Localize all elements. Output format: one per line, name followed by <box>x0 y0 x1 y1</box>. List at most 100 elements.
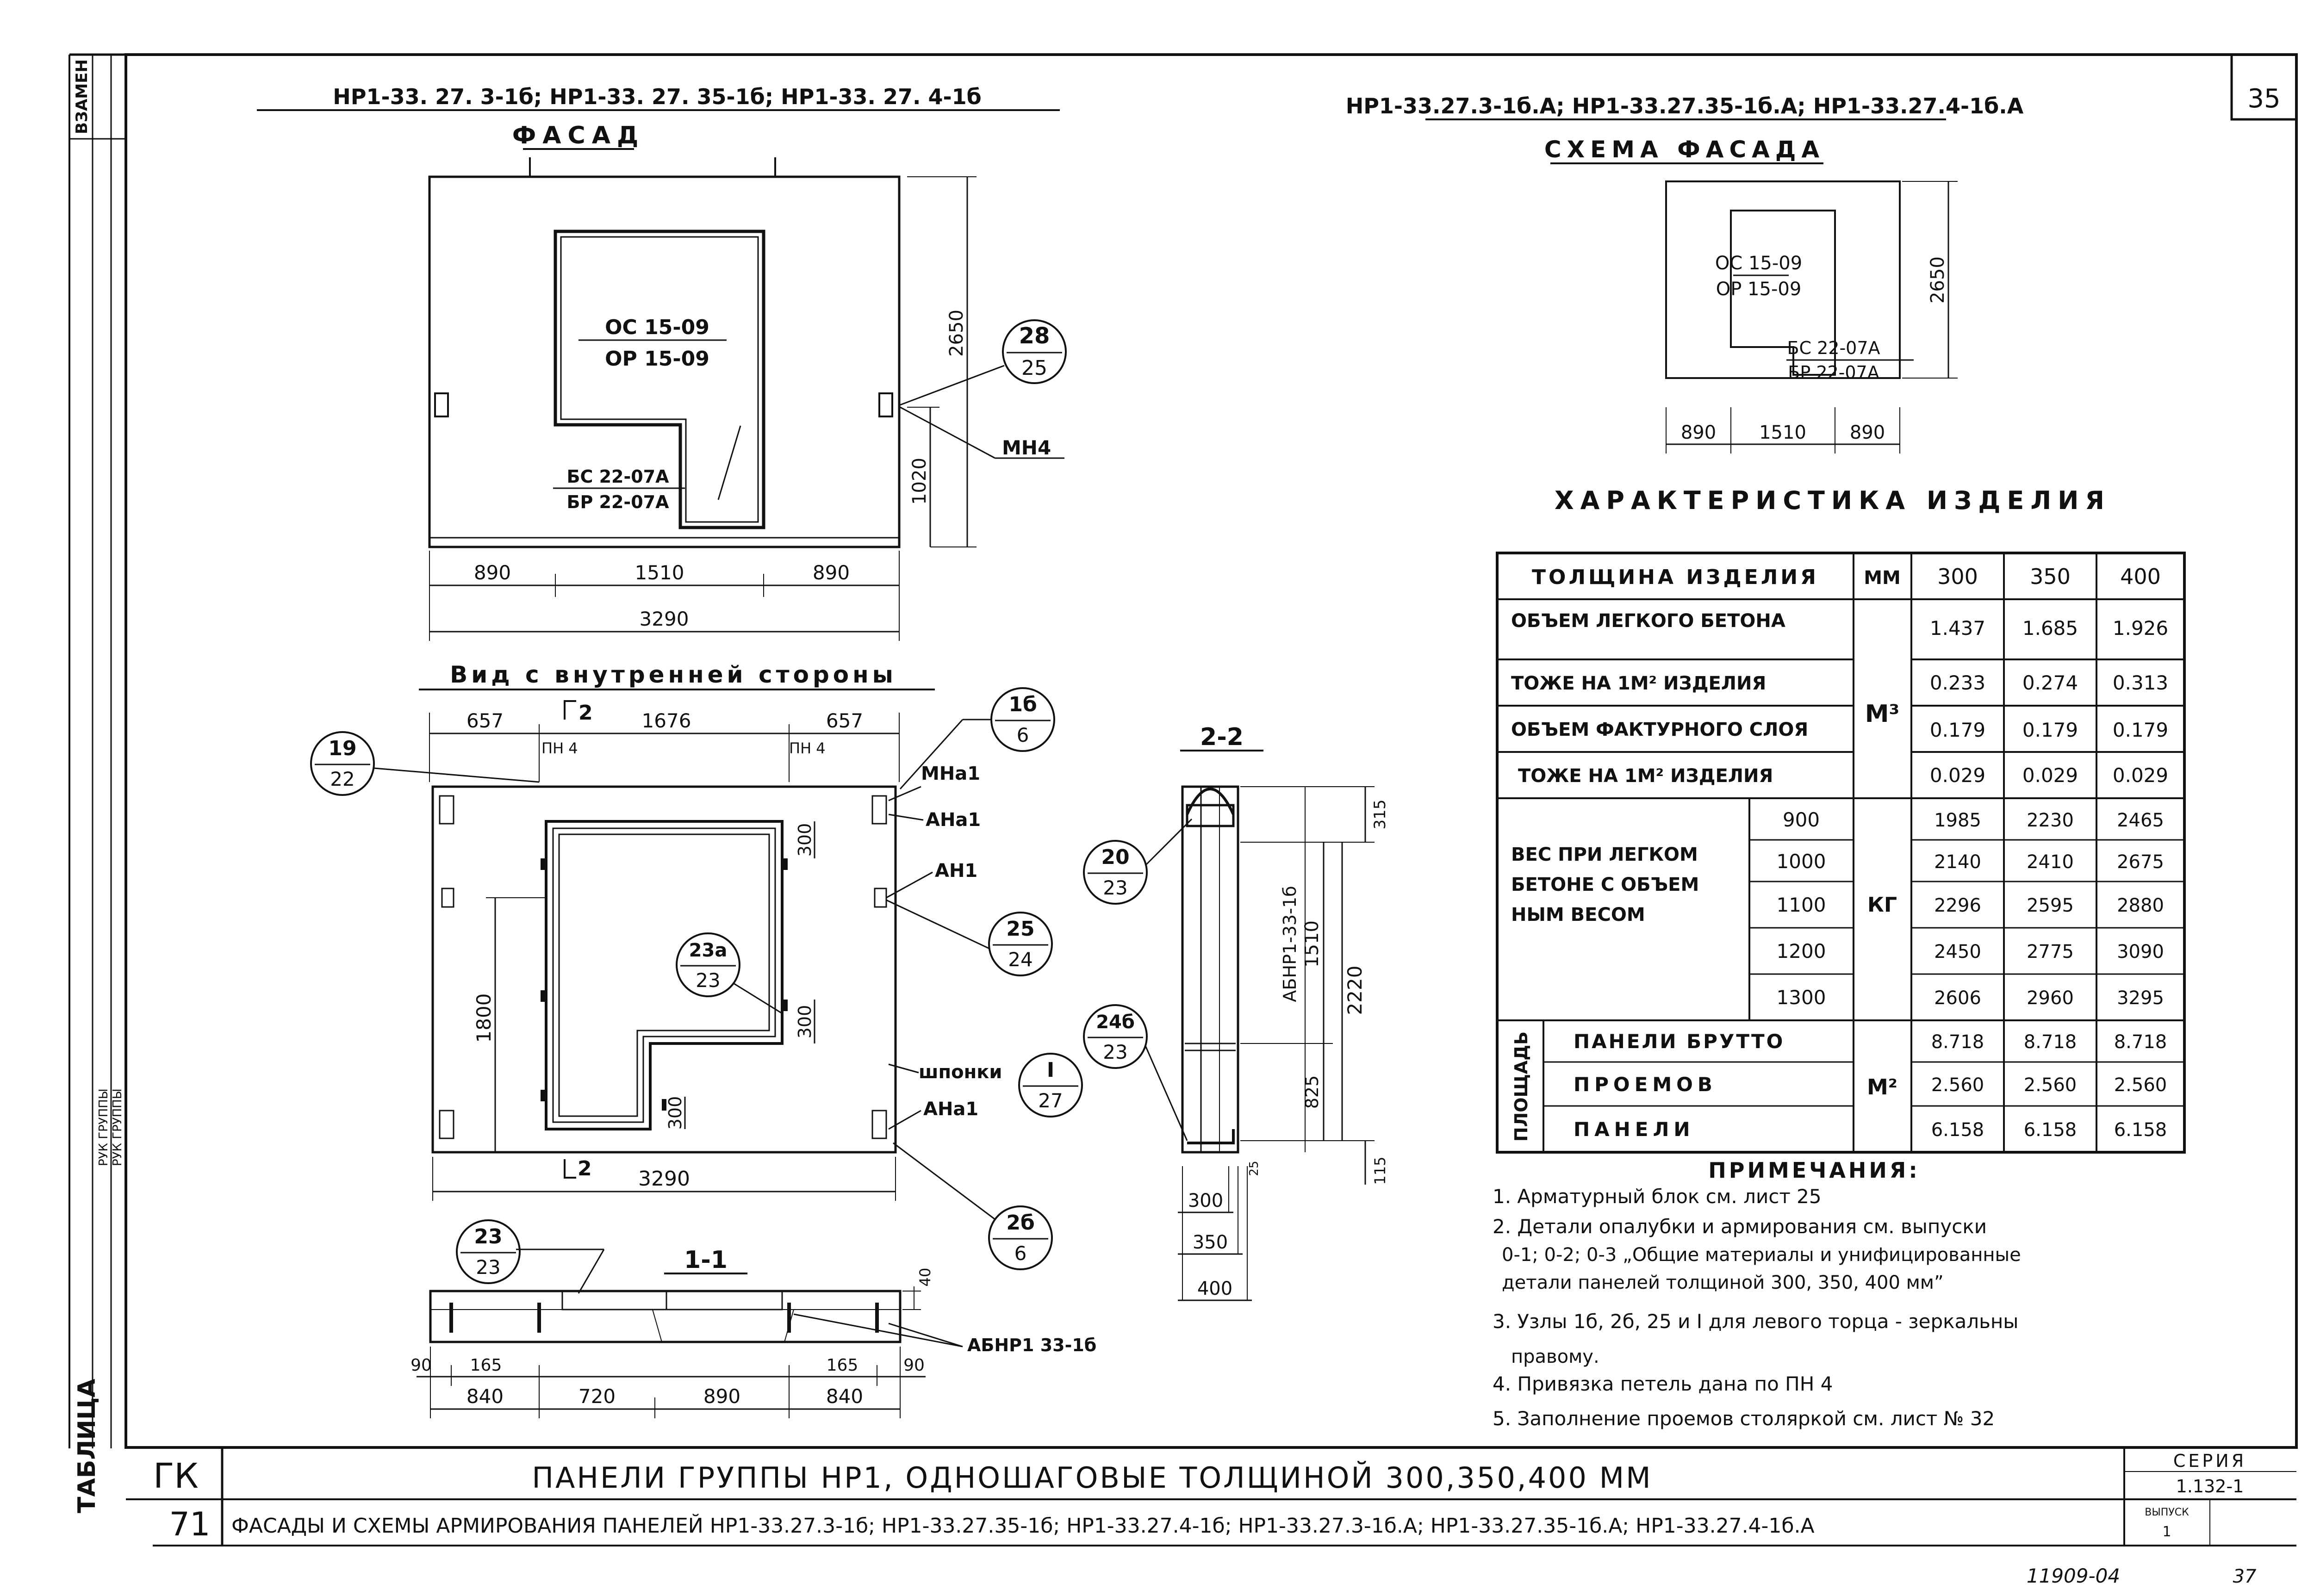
dim-840-left: 840 <box>467 1385 504 1408</box>
scheme-door-top: БС 22-07А <box>1787 338 1880 358</box>
node-23a-top: 23а <box>689 940 728 961</box>
dim-25: 25 <box>1247 1161 1261 1176</box>
scheme-opening-top: ОС 15-09 <box>1715 253 1802 274</box>
stamp-subtitle: ФАСАДЫ И СХЕМЫ АРМИРОВАНИЯ ПАНЕЛЕЙ НР1-3… <box>231 1513 1815 1538</box>
w-1300-400: 3295 <box>2117 987 2164 1009</box>
v-volume-m2-400: 0.313 <box>2113 671 2168 694</box>
facade-mn-label: МН4 <box>1002 436 1051 459</box>
w-1200-300: 2450 <box>1934 941 1981 963</box>
node-i-top: I <box>1047 1058 1054 1082</box>
stamp-vypusk-label: ВЫПУСК <box>2145 1507 2189 1518</box>
facade-dim-left: 890 <box>474 561 511 584</box>
density-1300: 1300 <box>1777 986 1826 1009</box>
node-24b-bottom: 23 <box>1103 1041 1127 1063</box>
inner-dim-right: 657 <box>826 709 863 732</box>
v-facing-350: 0.179 <box>2022 719 2078 741</box>
w-1100-400: 2880 <box>2117 895 2164 916</box>
stamp-seria-label: СЕРИЯ <box>2173 1451 2246 1471</box>
v-panel-350: 6.158 <box>2024 1119 2077 1141</box>
node-2b-top: 2б <box>1006 1211 1034 1235</box>
v-volume-m2-350: 0.274 <box>2022 671 2078 694</box>
node-19-top: 19 <box>328 737 356 760</box>
v-volume-350: 1.685 <box>2022 617 2078 640</box>
area-panel: ПАНЕЛИ <box>1574 1118 1695 1141</box>
block-label-22: АБНР1-33-1б <box>1280 886 1300 1002</box>
unit-kg: КГ <box>1867 893 1897 917</box>
v-facing-300: 0.179 <box>1930 719 1985 741</box>
v-panel-400: 6.158 <box>2114 1119 2167 1141</box>
dim-40: 40 <box>916 1268 934 1287</box>
inner-pn-left: ПН 4 <box>541 739 578 757</box>
node-2b-6 <box>893 1142 1053 1270</box>
note-5: 5. Заполнение проемов столяркой см. лист… <box>1493 1407 1995 1430</box>
inner-dim-1800: 1800 <box>473 994 495 1043</box>
w-900-400: 2465 <box>2117 810 2164 831</box>
th-thickness: ТОЛЩИНА ИЗДЕЛИЯ <box>1532 565 1819 589</box>
facade-door-bottom: БР 22-07А <box>567 492 670 512</box>
label-shponki: шпонки <box>919 1062 1002 1083</box>
facade-drawing <box>428 157 901 548</box>
facade-node-28 <box>900 319 1067 406</box>
inner-view-bottom-dims <box>432 1157 896 1201</box>
scheme-door-bottom: БР 22-07А <box>1788 362 1879 383</box>
thickness-350: 350 <box>1193 1232 1228 1253</box>
th-unit-mm: ММ <box>1864 567 1901 589</box>
stamp-page: 37 <box>2233 1566 2257 1587</box>
v-facing-m2-350: 0.029 <box>2022 764 2078 787</box>
row-facing: ОБЪЕМ ФАКТУРНОГО СЛОЯ <box>1511 719 1808 740</box>
inner-view-drawing <box>431 785 897 1154</box>
node-19-bottom: 22 <box>330 768 355 790</box>
v-facing-400: 0.179 <box>2113 719 2168 741</box>
section-11-drawing <box>429 1286 963 1348</box>
characteristics-heading: ХАРАКТЕРИСТИКА ИЗДЕЛИЯ <box>1555 486 2111 515</box>
table-label: ТАБЛИЦА <box>73 1379 101 1513</box>
scheme-heading: СХЕМА ФАСАДА <box>1544 136 1825 163</box>
facade-opening-top: ОС 15-09 <box>605 316 709 339</box>
facade-horizontal-dims <box>429 551 900 641</box>
scheme-dim-right: 890 <box>1850 422 1885 443</box>
w-1200-350: 2775 <box>2027 941 2074 963</box>
dim-315: 315 <box>1371 800 1389 830</box>
facade-dim-right: 890 <box>813 561 850 584</box>
note-3b: правому. <box>1511 1346 1599 1367</box>
unit-m3: М³ <box>1865 700 1900 728</box>
scheme-drawing <box>1665 180 1958 453</box>
node-20-23 <box>1083 818 1193 905</box>
inner-dim-300c: 300 <box>665 1096 685 1130</box>
weight-label-2: БЕТОНЕ С ОБЪЕМ <box>1511 874 1699 895</box>
note-2a: 2. Детали опалубки и армирования см. вып… <box>1493 1215 1987 1238</box>
node-24b-23 <box>1083 1004 1188 1141</box>
dim-90-right: 90 <box>903 1356 925 1375</box>
w-1100-350: 2595 <box>2027 895 2074 916</box>
inner-dim-left: 657 <box>467 709 504 732</box>
facade-dim-mid: 1510 <box>635 561 684 584</box>
w-1000-350: 2410 <box>2027 851 2074 873</box>
node-25-24 <box>886 899 1053 976</box>
facade-vertical-dims <box>907 176 977 547</box>
scheme-dim-mid: 1510 <box>1759 422 1806 443</box>
density-1100: 1100 <box>1777 894 1826 916</box>
inner-dim-300a: 300 <box>795 823 815 857</box>
w-1000-400: 2675 <box>2117 851 2164 873</box>
node-25-top: 25 <box>1006 917 1034 941</box>
dim-825: 825 <box>1302 1075 1322 1109</box>
stamp-vypusk: 1 <box>2162 1524 2171 1540</box>
block-label-11: АБНР1 33-1б <box>967 1335 1096 1355</box>
inner-view-side-dims <box>486 821 815 1152</box>
area-label: ПЛОЩАДЬ <box>1511 1031 1531 1142</box>
node-25-bottom: 24 <box>1008 948 1033 971</box>
scheme-dim-left: 890 <box>1681 422 1716 443</box>
row-volume: ОБЪЕМ ЛЕГКОГО БЕТОНА <box>1511 610 1785 632</box>
label-an1: АН1 <box>935 860 977 882</box>
stamp-num: 71 <box>169 1505 210 1543</box>
th-col-350: 350 <box>2030 564 2071 589</box>
scheme-opening-bottom: ОР 15-09 <box>1716 279 1802 300</box>
v-volume-m2-300: 0.233 <box>1930 671 1985 694</box>
facade-opening-bottom: ОР 15-09 <box>605 347 709 371</box>
weight-label-3: НЫМ ВЕСОМ <box>1511 904 1645 925</box>
w-1000-300: 2140 <box>1934 851 1981 873</box>
facade-heading: ФАСАД <box>512 122 645 149</box>
v-openings-300: 2.560 <box>1931 1074 1984 1096</box>
dim-890: 890 <box>703 1385 740 1408</box>
section-22-dims <box>1178 786 1375 1301</box>
